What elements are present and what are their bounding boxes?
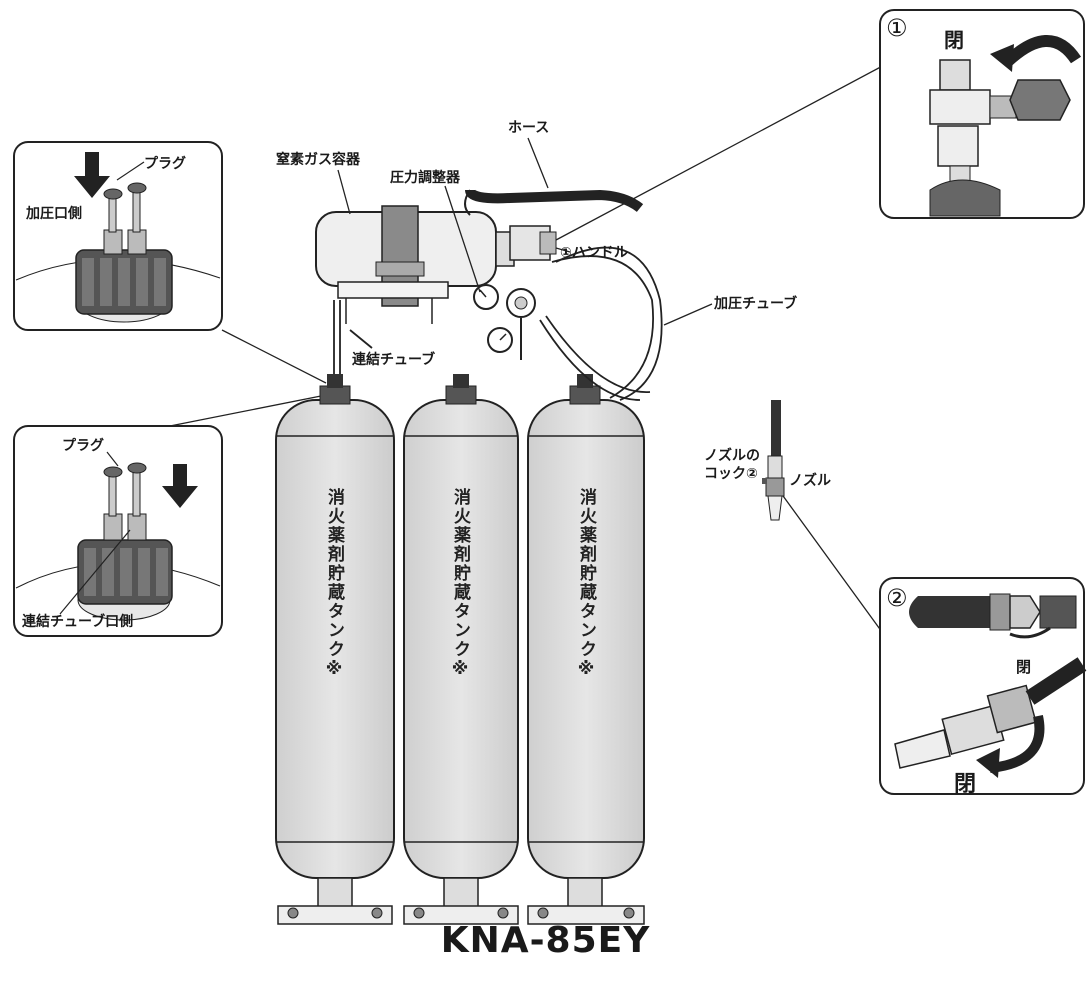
nozzle-cock-label-2: コック② xyxy=(704,466,758,482)
tank-1-label: 消火薬剤貯蔵タンク※ xyxy=(324,488,344,681)
inset-bottom-left xyxy=(13,425,223,637)
pressure-regulator xyxy=(473,225,557,360)
pressure-tube-label: 加圧チューブ xyxy=(714,296,798,312)
tank-2-label: 消火薬剤貯蔵タンク※ xyxy=(450,488,470,681)
inset-right-top xyxy=(879,9,1085,219)
hose xyxy=(465,188,644,213)
nitrogen-container-label: 窒素ガス容器 xyxy=(276,152,360,168)
inset-top-left xyxy=(13,141,223,331)
leader-lines xyxy=(169,61,891,644)
inset-right-bottom-close-large: 閉 xyxy=(954,772,977,797)
connecting-tube-label: 連結チューブ xyxy=(352,352,436,368)
connecting-tubes xyxy=(333,300,373,374)
nozzle-cock-label-1: ノズルの xyxy=(704,448,760,464)
inset-right-top-close-label: 閉 xyxy=(944,28,964,52)
inset-top-left-side-label: 加圧口側 xyxy=(26,206,82,222)
inset-right-top-number: ① xyxy=(886,14,908,42)
tank-3 xyxy=(527,374,645,925)
handle-label: ①ハンドル xyxy=(560,245,628,261)
model-name: KNA-85EY xyxy=(440,920,651,961)
pressure-regulator-label: 圧力調整器 xyxy=(390,170,460,186)
label-leaders xyxy=(337,137,713,326)
nozzle-assembly xyxy=(762,400,785,521)
tank-2 xyxy=(403,374,519,925)
pressure-tubes xyxy=(539,246,663,401)
inset-top-left-plug-label: プラグ xyxy=(144,156,186,172)
inset-bottom-left-plug-label: プラグ xyxy=(62,438,104,454)
tank-1 xyxy=(275,374,395,925)
tank-3-label: 消火薬剤貯蔵タンク※ xyxy=(576,488,596,681)
nozzle-label: ノズル xyxy=(789,473,831,489)
inset-right-bottom-number: ② xyxy=(886,584,908,612)
hose-label: ホース xyxy=(508,120,550,136)
inset-right-bottom-close-small: 閉 xyxy=(1016,658,1032,676)
inset-right-bottom xyxy=(879,577,1087,795)
inset-bottom-left-side-label: 連結チューブ口側 xyxy=(22,614,134,630)
